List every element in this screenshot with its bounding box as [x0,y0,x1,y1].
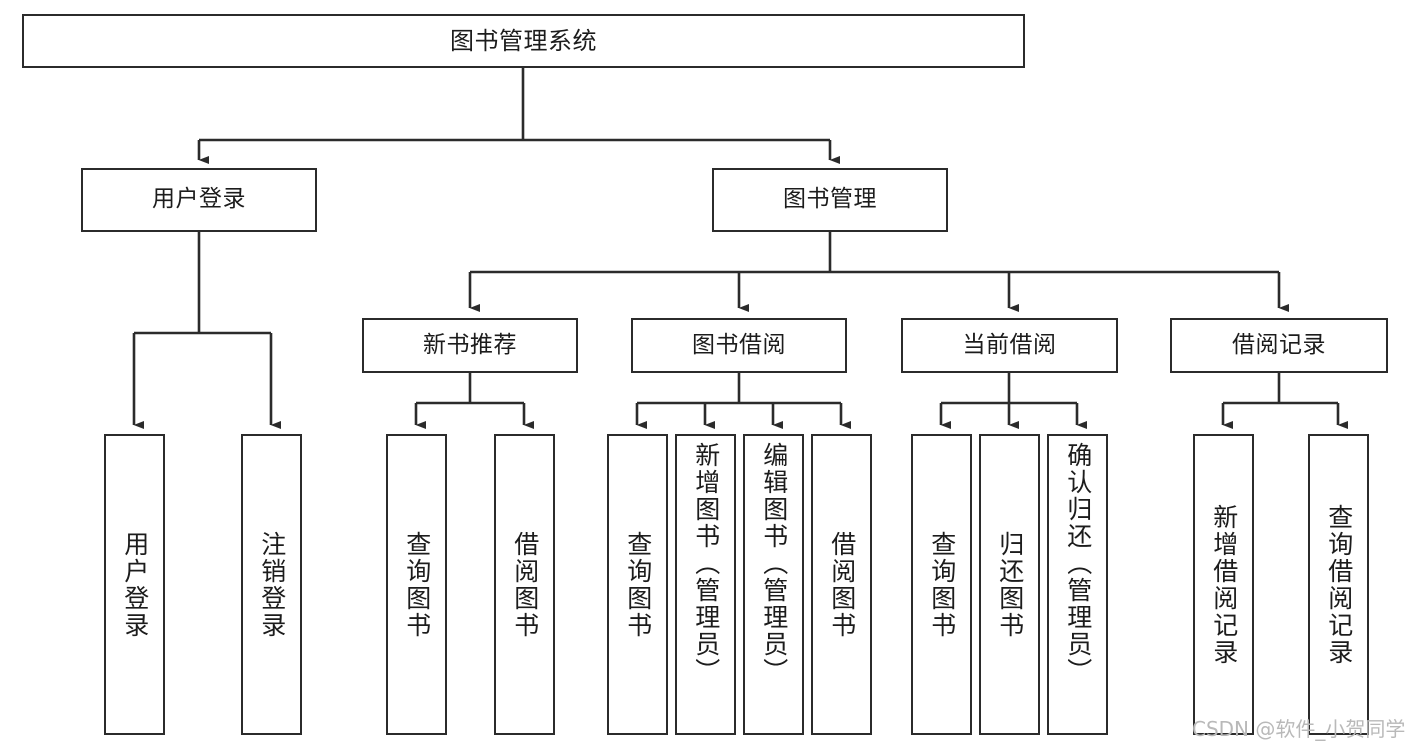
node-label: 图书借阅 [692,331,786,358]
node-user-login[interactable]: 用户登录 [81,168,317,232]
node-label: 用户登录 [120,530,150,639]
node-label: 查询图书 [623,530,653,639]
node-label: 编辑图书（管理员） [759,442,789,685]
node-label: 图书管理系统 [450,26,597,55]
leaf-borrow-book-recommend[interactable]: 借阅图书 [494,434,555,735]
leaf-confirm-return-admin[interactable]: 确认归还（管理员） [1047,434,1108,735]
node-label: 当前借阅 [962,331,1057,358]
leaf-query-book-recommend[interactable]: 查询图书 [386,434,447,735]
node-new-book-recommend[interactable]: 新书推荐 [362,318,578,373]
node-book-manage[interactable]: 图书管理 [712,168,948,232]
leaf-query-book-borrow[interactable]: 查询图书 [607,434,668,735]
node-label: 查询图书 [927,530,957,639]
leaf-logout-login[interactable]: 注销登录 [241,434,302,735]
node-book-borrow[interactable]: 图书借阅 [631,318,847,373]
node-label: 借阅图书 [510,530,540,639]
node-label: 借阅记录 [1232,331,1326,358]
leaf-edit-book-admin[interactable]: 编辑图书（管理员） [743,434,804,735]
node-label: 新增借阅记录 [1209,503,1239,666]
leaf-query-book-current[interactable]: 查询图书 [911,434,972,735]
leaf-return-book[interactable]: 归还图书 [979,434,1040,735]
leaf-borrow-book[interactable]: 借阅图书 [811,434,872,735]
node-borrow-record[interactable]: 借阅记录 [1170,318,1388,373]
node-label: 注销登录 [257,530,287,639]
node-label: 查询图书 [402,530,432,639]
leaf-user-login[interactable]: 用户登录 [104,434,165,735]
node-label: 用户登录 [152,186,246,213]
node-label: 确认归还（管理员） [1063,442,1093,685]
node-current-borrow[interactable]: 当前借阅 [901,318,1118,373]
leaf-add-book-admin[interactable]: 新增图书（管理员） [675,434,736,735]
node-label: 图书管理 [783,186,877,213]
csdn-watermark: CSDN @软件_小贺同学 [1192,717,1405,741]
node-label: 借阅图书 [827,530,857,639]
leaf-query-borrow-record[interactable]: 查询借阅记录 [1308,434,1369,735]
node-label: 归还图书 [995,530,1025,639]
node-label: 新增图书（管理员） [691,442,721,685]
node-root-book-management-system[interactable]: 图书管理系统 [22,14,1025,68]
node-label: 查询借阅记录 [1324,503,1354,666]
leaf-add-borrow-record[interactable]: 新增借阅记录 [1193,434,1254,735]
node-label: 新书推荐 [423,331,517,358]
